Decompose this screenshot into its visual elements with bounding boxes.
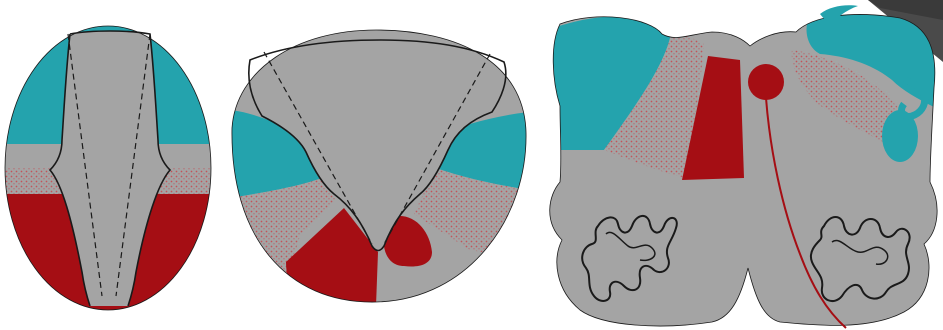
round-section — [225, 25, 535, 310]
lobed-red-circle — [748, 64, 784, 100]
oval-section — [0, 0, 220, 330]
lobed-section — [540, 0, 943, 330]
